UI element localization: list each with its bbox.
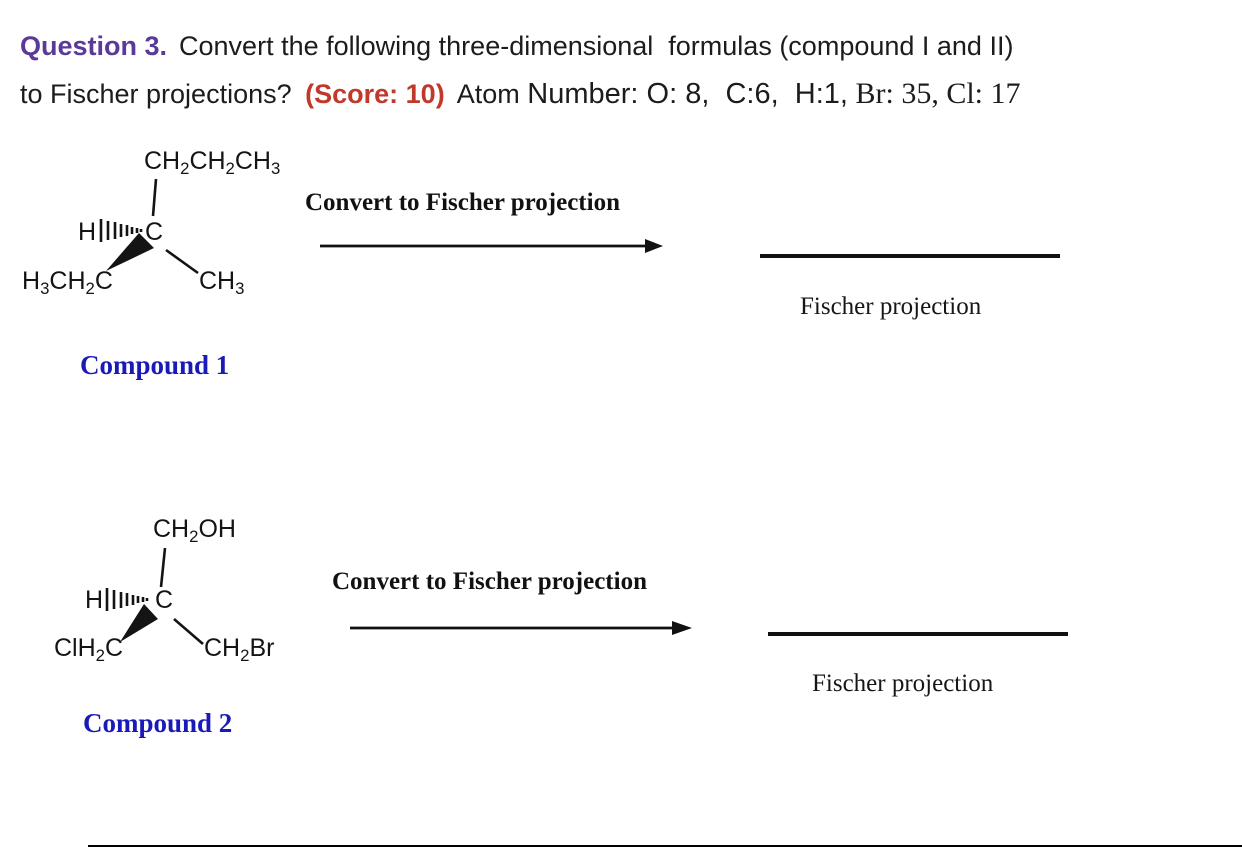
question-number: Question 3.: [20, 31, 168, 61]
formula-part: CH: [49, 267, 86, 295]
c1-bottom-left-substituent: H3CH2C: [22, 267, 113, 297]
formula-sub: 2: [240, 646, 250, 666]
c2-bottom-right-substituent: CH2Br: [204, 634, 275, 664]
c1-top-bond: [151, 178, 158, 217]
formula-part: CH: [234, 147, 271, 175]
formula-sub: 2: [85, 279, 95, 299]
bottom-edge-line: [88, 845, 1242, 847]
question-text-continued: to Fischer projections?: [20, 79, 292, 109]
compound1-bonds: [99, 178, 199, 275]
c2-hash-wedge-bond: [105, 588, 149, 611]
formula-part: H: [22, 267, 41, 295]
formula-sub: 2: [95, 646, 105, 666]
formula-part: CH: [189, 147, 226, 175]
c2-answer-caption: Fischer projection: [812, 670, 994, 697]
formula-sub: 3: [270, 159, 281, 179]
question-line-2: to Fischer projections? (Score: 10) Atom…: [20, 70, 1230, 118]
formula-sub: 2: [180, 159, 190, 179]
formula-sub: 2: [225, 159, 235, 179]
formula-part: C: [94, 267, 113, 295]
c1-right-bond: [165, 248, 199, 275]
c1-hash-wedge-bond: [99, 219, 143, 242]
formula-part: CH: [204, 634, 241, 662]
score-badge: (Score: 10): [305, 79, 445, 109]
c2-top-bond: [159, 547, 167, 588]
c2-top-substituent: CH2OH: [153, 515, 236, 545]
c1-top-substituent: CH2CH2CH3: [144, 147, 280, 177]
arrow-head: [645, 239, 663, 253]
c2-bottom-left-substituent: ClH2C: [54, 634, 124, 664]
formula-part: C: [105, 634, 124, 662]
formula-part: CH: [199, 267, 236, 295]
c1-answer-blank-line: [760, 254, 1060, 258]
formula-sub: 3: [40, 279, 50, 299]
c2-solid-wedge-bond: [120, 604, 158, 642]
formula-sub: 2: [189, 527, 199, 547]
c1-stereocenter-carbon: C: [145, 218, 164, 246]
question-line-1: Question 3. Convert the following three-d…: [20, 22, 1230, 70]
c1-reaction-arrow: [320, 239, 663, 253]
c1-convert-instruction: Convert to Fischer projection: [305, 189, 620, 216]
c2-hydrogen-atom: H: [85, 586, 104, 614]
compound2-bonds: [105, 547, 204, 645]
formula-sub: 3: [235, 279, 245, 299]
formula-part: Br: [249, 634, 275, 662]
atom-word: Atom: [456, 79, 520, 109]
question-header: Question 3. Convert the following three-d…: [20, 22, 1230, 118]
c2-right-bond: [173, 618, 204, 645]
compound2-caption: Compound 2: [83, 708, 233, 738]
c1-bottom-right-substituent: CH3: [199, 267, 244, 297]
atom-numbers: Number: O: 8, C:6, H:1,: [527, 78, 848, 110]
formula-part: ClH: [54, 634, 96, 662]
compound1-caption: Compound 1: [80, 350, 230, 380]
c2-convert-instruction: Convert to Fischer projection: [332, 568, 647, 595]
c2-answer-blank-line: [768, 632, 1068, 636]
c2-stereocenter-carbon: C: [155, 586, 174, 614]
c1-solid-wedge-bond: [106, 233, 154, 271]
c1-answer-caption: Fischer projection: [800, 293, 982, 320]
formula-part: OH: [198, 515, 236, 543]
c1-hydrogen-atom: H: [78, 218, 97, 246]
formula-part: CH: [153, 515, 190, 543]
c2-reaction-arrow: [350, 621, 692, 635]
atom-numbers-serif: Br: 35, Cl: 17: [855, 77, 1021, 110]
arrow-head: [672, 621, 692, 635]
formula-part: CH: [144, 147, 181, 175]
question-text: Convert the following three-dimensional …: [179, 31, 1014, 61]
